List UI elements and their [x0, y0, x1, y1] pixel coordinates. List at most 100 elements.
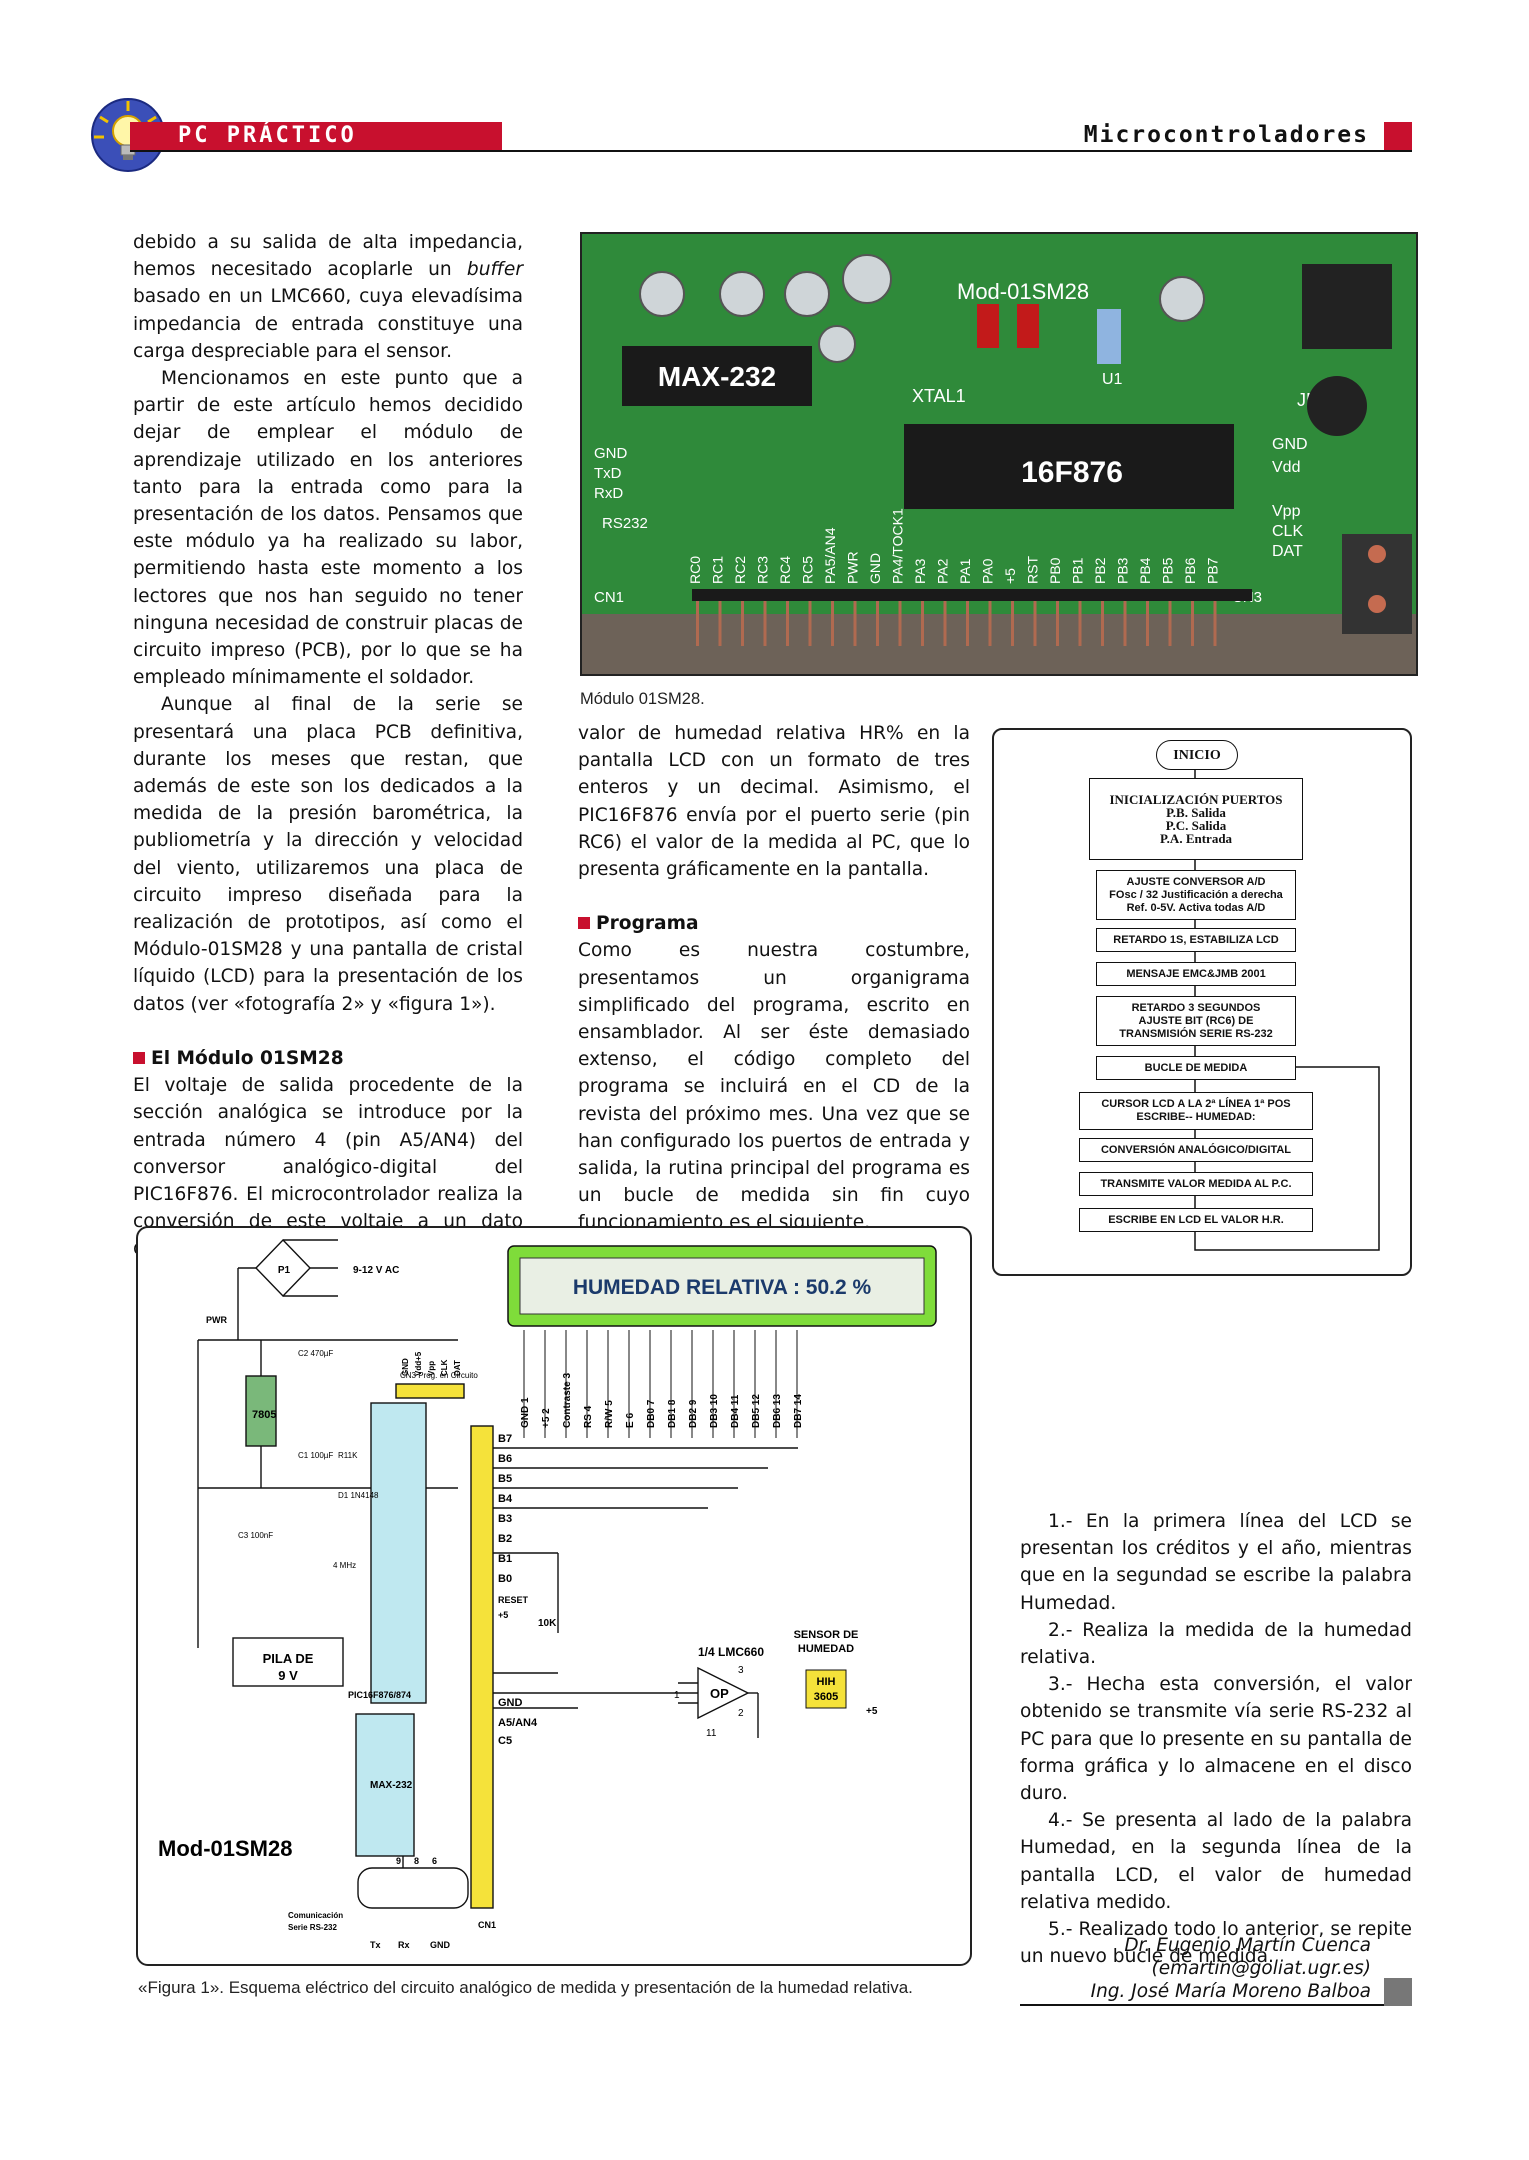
list-item: 3.- Hecha esta conversión, el valor obte…: [1020, 1674, 1412, 1805]
sensor-model: 3605: [814, 1691, 838, 1703]
lcd-display-text: HUMEDAD RELATIVA : 50.2 %: [573, 1276, 872, 1299]
flow-cursor: CURSOR LCD A LA 2ª LÍNEA 1ª POS ESCRIBE-…: [1079, 1092, 1313, 1130]
lcd-pin-label: DB5 12: [751, 1394, 762, 1428]
opamp-label: 1/4 LMC660: [698, 1645, 764, 1659]
photo-header-pin: [1056, 601, 1059, 646]
bridge-label: P1: [278, 1265, 291, 1276]
lcd-pin-label: R/W 5: [604, 1400, 615, 1428]
photo-header-pin: [921, 601, 924, 646]
photo-header-pin: [1191, 601, 1194, 646]
pwr-label: PWR: [206, 1315, 227, 1325]
photo-pin-label: PB3: [1115, 557, 1131, 584]
pin-number: 11: [706, 1728, 717, 1739]
photo-header-pin: [1101, 601, 1104, 646]
section-heading: El Módulo 01SM28: [133, 1045, 523, 1072]
sensor-title: HUMEDAD: [798, 1643, 854, 1655]
photo-pin-label: CLK: [1272, 523, 1303, 540]
pin-number: 1: [674, 1690, 680, 1701]
lcd-pin-label: DB4 11: [730, 1394, 741, 1428]
photo-pin-label: RC3: [755, 556, 771, 584]
pin-number: 3: [738, 1665, 744, 1676]
cap-label: C1 100µF: [298, 1451, 333, 1460]
photo-pin-label: GND: [594, 445, 628, 462]
photo-pin-label: DAT: [1272, 543, 1303, 560]
photo-pin-label: PB2: [1092, 557, 1108, 584]
lcd-pin-label: DB1 8: [667, 1399, 678, 1428]
photo-pin-label: +5: [1002, 568, 1018, 584]
photo-pin-label: Vdd: [1272, 459, 1300, 476]
lcd-pin-label: GND 1: [520, 1397, 531, 1428]
photo-pin-label: RS232: [602, 515, 648, 532]
prog-pin-label: GND: [401, 1358, 410, 1376]
photo-pin-label: PB4: [1137, 557, 1153, 584]
max232-label: MAX-232: [370, 1780, 413, 1791]
pin-number: 2: [738, 1708, 744, 1719]
photo-pin-label: PB7: [1205, 557, 1221, 584]
signature-square: [1384, 1978, 1412, 2006]
photo-pin-label: PWR: [845, 551, 861, 584]
opamp-symbol: OP: [710, 1686, 729, 1701]
sensor-supply: +5: [866, 1706, 878, 1717]
paragraph: valor de humedad relativa HR% en la pant…: [578, 723, 970, 881]
db9-pin-label: GND: [430, 1940, 451, 1950]
section-title: PC PRÁCTICO: [178, 123, 357, 148]
section-heading: Programa: [578, 910, 970, 937]
author-name: Dr. Eugenio Martín Cuenca: [1124, 1935, 1371, 1956]
photo-pin-label: PB0: [1047, 557, 1063, 584]
photo-pin-label: GND: [867, 553, 883, 584]
bus-label: B3: [498, 1513, 512, 1525]
author-email: (emartin@goliat.ugr.es): [1151, 1958, 1372, 1979]
column-2: valor de humedad relativa HR% en la pant…: [578, 720, 970, 1237]
lcd-pin-label: E 6: [625, 1413, 636, 1428]
sensor-label: HIH: [817, 1676, 836, 1688]
photo-pin-label: PB1: [1070, 557, 1086, 584]
diode-label: D1 1N4148: [338, 1491, 379, 1500]
prog-pin-label: Vdd+5: [414, 1351, 423, 1376]
photo-pin-label: Vpp: [1272, 503, 1301, 520]
photo-pin-label: PA5/AN4: [822, 527, 838, 584]
photo-header-pin: [1078, 601, 1082, 646]
photo-pin-label: PA0: [980, 558, 996, 584]
paragraph: Como es nuestra costumbre, presentamos u…: [578, 940, 970, 1234]
photo-pin-label: PA1: [957, 558, 973, 584]
photo-header-pin: [966, 601, 969, 646]
pot-label: 10K: [538, 1618, 557, 1629]
photo-pin-label: RC1: [710, 556, 726, 584]
author-name: Ing. José María Moreno Balboa: [1090, 1981, 1371, 2002]
lcd-pin-label: DB3 10: [709, 1394, 720, 1428]
photo-pin-label: RxD: [594, 485, 623, 502]
db9-pin-number: 8: [414, 1856, 419, 1866]
db9-pin-number: 9: [396, 1856, 401, 1866]
schematic-title: Mod-01SM28: [158, 1836, 292, 1861]
flow-transmit: TRANSMITE VALOR MEDIDA AL P.C.: [1079, 1172, 1313, 1196]
bus-label: C5: [498, 1735, 512, 1747]
bus-label: B4: [498, 1493, 513, 1505]
photo-header-pin: [763, 601, 767, 646]
schematic-figure: HUMEDAD RELATIVA : 50.2 % HIH 3605 SENSO…: [136, 1226, 972, 1966]
db9-pin-label: Tx: [370, 1940, 381, 1950]
bus-label: B7: [498, 1433, 512, 1445]
flow-start: INICIO: [1156, 740, 1238, 770]
lcd-pin-label: DB0 7: [646, 1399, 657, 1428]
photo-header-pin: [988, 601, 992, 646]
column-3: 1.- En la primera línea del LCD se prese…: [1020, 1508, 1412, 1970]
photo-pic-label: 16F876: [1021, 456, 1123, 489]
board-photo: MAX-232 Mod-01SM28 XTAL1 U1 JN2 16F876 G…: [580, 232, 1418, 676]
flowchart: INICIO INICIALIZACIÓN PUERTOS P.B. Salid…: [992, 728, 1412, 1276]
battery-label: PILA DE: [263, 1651, 314, 1666]
lcd-pin-label: Contraste 3: [562, 1373, 573, 1428]
photo-header-pin: [741, 601, 744, 646]
resistor-label: R11K: [338, 1451, 358, 1460]
comm-label: Comunicación: [288, 1911, 343, 1920]
bus-label: GND: [498, 1697, 523, 1709]
photo-header-pin: [808, 601, 812, 646]
prog-pin-label: DAT: [453, 1360, 462, 1376]
photo-header-pin: [1146, 601, 1149, 646]
photo-pin-label: RC5: [800, 556, 816, 584]
photo-header-pin: [1168, 601, 1172, 646]
prog-pin-label: CLK: [440, 1359, 449, 1376]
photo-cn1: CN1: [594, 589, 624, 606]
flow-delay3: RETARDO 3 SEGUNDOS AJUSTE BIT (RC6) DE T…: [1096, 996, 1296, 1046]
bus-label: B6: [498, 1453, 512, 1465]
photo-header-pin: [1123, 601, 1127, 646]
